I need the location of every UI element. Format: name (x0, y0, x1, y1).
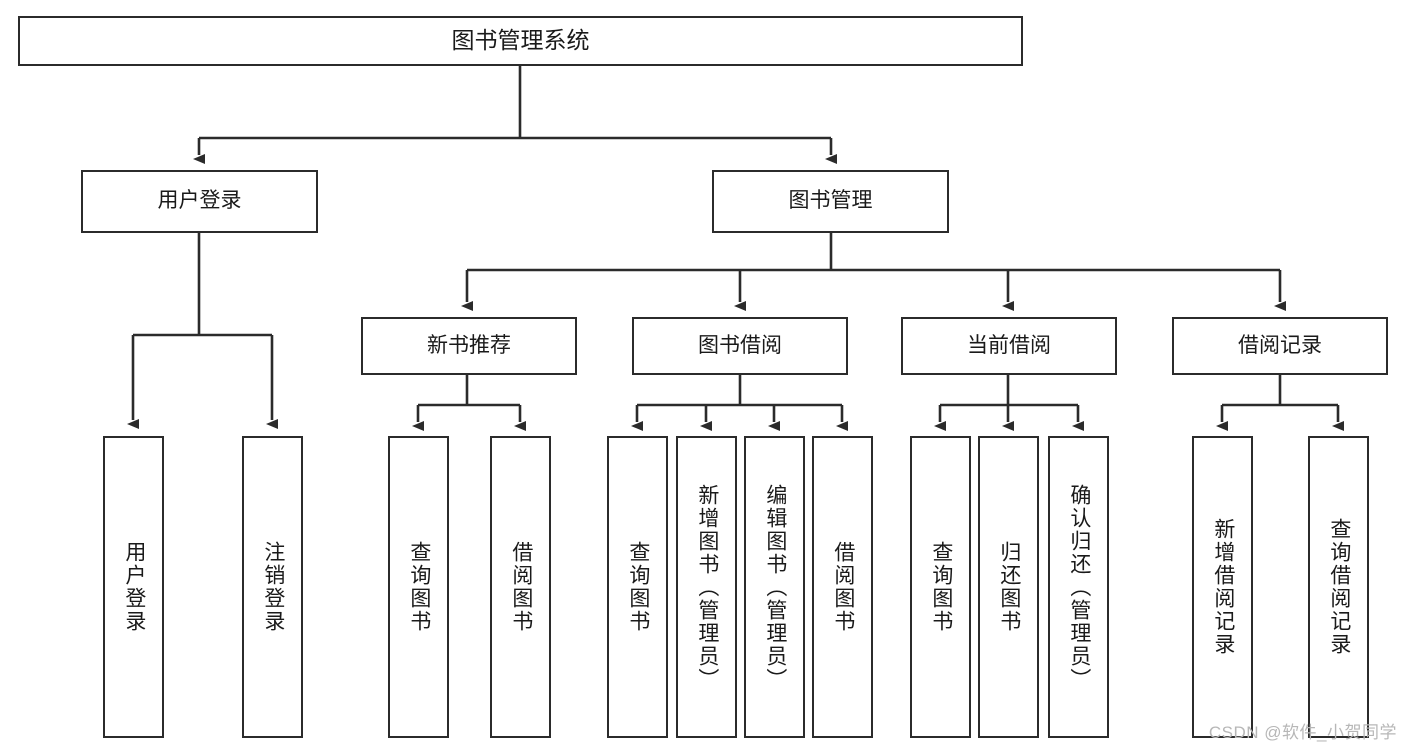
node-leaf-query-book-2[interactable]: 查询图书 (607, 436, 668, 738)
node-leaf-query-record-label: 查询借阅记录 (1327, 518, 1351, 656)
node-current-borrow[interactable]: 当前借阅 (901, 317, 1117, 375)
node-borrow-record[interactable]: 借阅记录 (1172, 317, 1388, 375)
node-leaf-query-book-1-label: 查询图书 (407, 541, 431, 633)
watermark: CSDN @软件_小贺同学 (1208, 723, 1397, 742)
node-leaf-borrow-book-1[interactable]: 借阅图书 (490, 436, 551, 738)
node-leaf-borrow-book-1-label: 借阅图书 (509, 541, 533, 633)
node-book-borrow[interactable]: 图书借阅 (632, 317, 848, 375)
node-leaf-return-book[interactable]: 归还图书 (978, 436, 1039, 738)
node-leaf-query-book-1[interactable]: 查询图书 (388, 436, 449, 738)
node-leaf-query-book-3[interactable]: 查询图书 (910, 436, 971, 738)
node-user-login-label: 用户登录 (157, 189, 242, 213)
node-leaf-query-book-3-label: 查询图书 (929, 541, 953, 633)
node-leaf-edit-book[interactable]: 编辑图书（管理员） (744, 436, 805, 738)
node-leaf-borrow-book-2[interactable]: 借阅图书 (812, 436, 873, 738)
node-new-book-rec[interactable]: 新书推荐 (361, 317, 577, 375)
node-root-label: 图书管理系统 (451, 27, 590, 54)
node-leaf-user-login[interactable]: 用户登录 (103, 436, 164, 738)
node-leaf-add-book-label: 新增图书（管理员） (695, 483, 719, 691)
node-leaf-add-record-label: 新增借阅记录 (1211, 518, 1235, 656)
node-leaf-logout-label: 注销登录 (261, 541, 285, 633)
node-leaf-return-book-label: 归还图书 (997, 541, 1021, 633)
node-current-borrow-label: 当前借阅 (967, 333, 1051, 357)
node-book-manage-label: 图书管理 (788, 189, 873, 213)
node-book-borrow-label: 图书借阅 (698, 333, 782, 357)
node-leaf-edit-book-label: 编辑图书（管理员） (763, 483, 787, 691)
node-leaf-logout[interactable]: 注销登录 (242, 436, 303, 738)
node-leaf-borrow-book-2-label: 借阅图书 (831, 541, 855, 633)
node-leaf-add-record[interactable]: 新增借阅记录 (1192, 436, 1253, 738)
node-borrow-record-label: 借阅记录 (1238, 333, 1322, 357)
node-leaf-query-record[interactable]: 查询借阅记录 (1308, 436, 1369, 738)
node-leaf-query-book-2-label: 查询图书 (626, 541, 650, 633)
node-user-login[interactable]: 用户登录 (81, 170, 318, 233)
node-new-book-rec-label: 新书推荐 (427, 333, 511, 357)
node-leaf-confirm-return-label: 确认归还（管理员） (1067, 483, 1091, 691)
node-book-manage[interactable]: 图书管理 (712, 170, 949, 233)
node-root[interactable]: 图书管理系统 (18, 16, 1023, 66)
node-leaf-user-login-label: 用户登录 (122, 541, 146, 633)
node-leaf-confirm-return[interactable]: 确认归还（管理员） (1048, 436, 1109, 738)
node-leaf-add-book[interactable]: 新增图书（管理员） (676, 436, 737, 738)
